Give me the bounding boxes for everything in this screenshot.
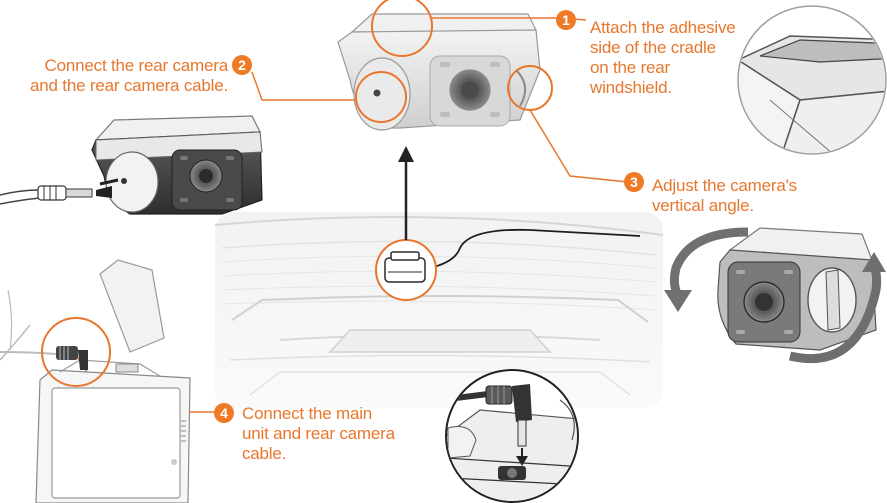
step-2-badge: 2 xyxy=(232,55,252,75)
step-3-line: vertical angle. xyxy=(652,196,754,215)
step-1-badge: 1 xyxy=(556,10,576,30)
windshield-cradle-callout xyxy=(375,239,437,301)
main-unit-port-callout xyxy=(41,317,111,387)
step-1-line: windshield. xyxy=(590,78,672,97)
rear-camera-left xyxy=(91,115,263,215)
step-1-text: Attach the adhesive side of the cradle o… xyxy=(590,18,736,98)
main-unit xyxy=(0,259,191,503)
rear-camera-rotating xyxy=(717,227,877,351)
up-arrow-icon xyxy=(398,146,414,240)
cable-port-callout xyxy=(355,71,407,123)
car-rear-windshield xyxy=(214,212,664,408)
rear-camera-cable xyxy=(429,228,641,269)
leader-line-2 xyxy=(251,71,356,101)
leader-line-3 xyxy=(529,109,629,183)
step-2-text: Connect the rear camera and the rear cam… xyxy=(6,56,228,96)
step-2-line: and the rear camera cable. xyxy=(30,76,228,95)
rotate-arrow-right-icon xyxy=(788,252,886,364)
step-4-line: cable. xyxy=(242,444,287,463)
step-1-line: on the rear xyxy=(590,58,671,77)
step-1-line: side of the cradle xyxy=(590,38,716,57)
step-3-badge: 3 xyxy=(624,172,644,192)
step-4-line: unit and rear camera xyxy=(242,424,395,443)
rear-camera-top xyxy=(337,13,541,131)
cable-port-zoom xyxy=(445,369,579,503)
step-1-line: Attach the adhesive xyxy=(590,18,736,37)
step-4-badge: 4 xyxy=(214,403,234,423)
adhesive-detail-zoom xyxy=(737,5,887,155)
adhesive-side-callout xyxy=(371,0,433,57)
step-4-line: Connect the main xyxy=(242,404,373,423)
step-3-text: Adjust the camera's vertical angle. xyxy=(652,176,797,216)
step-2-line: Connect the rear camera xyxy=(44,56,229,75)
rear-camera-cable-plug xyxy=(0,178,119,205)
step-4-text: Connect the main unit and rear camera ca… xyxy=(242,404,395,464)
rotate-arrow-left-icon xyxy=(664,227,749,312)
step-3-line: Adjust the camera's xyxy=(652,176,797,195)
